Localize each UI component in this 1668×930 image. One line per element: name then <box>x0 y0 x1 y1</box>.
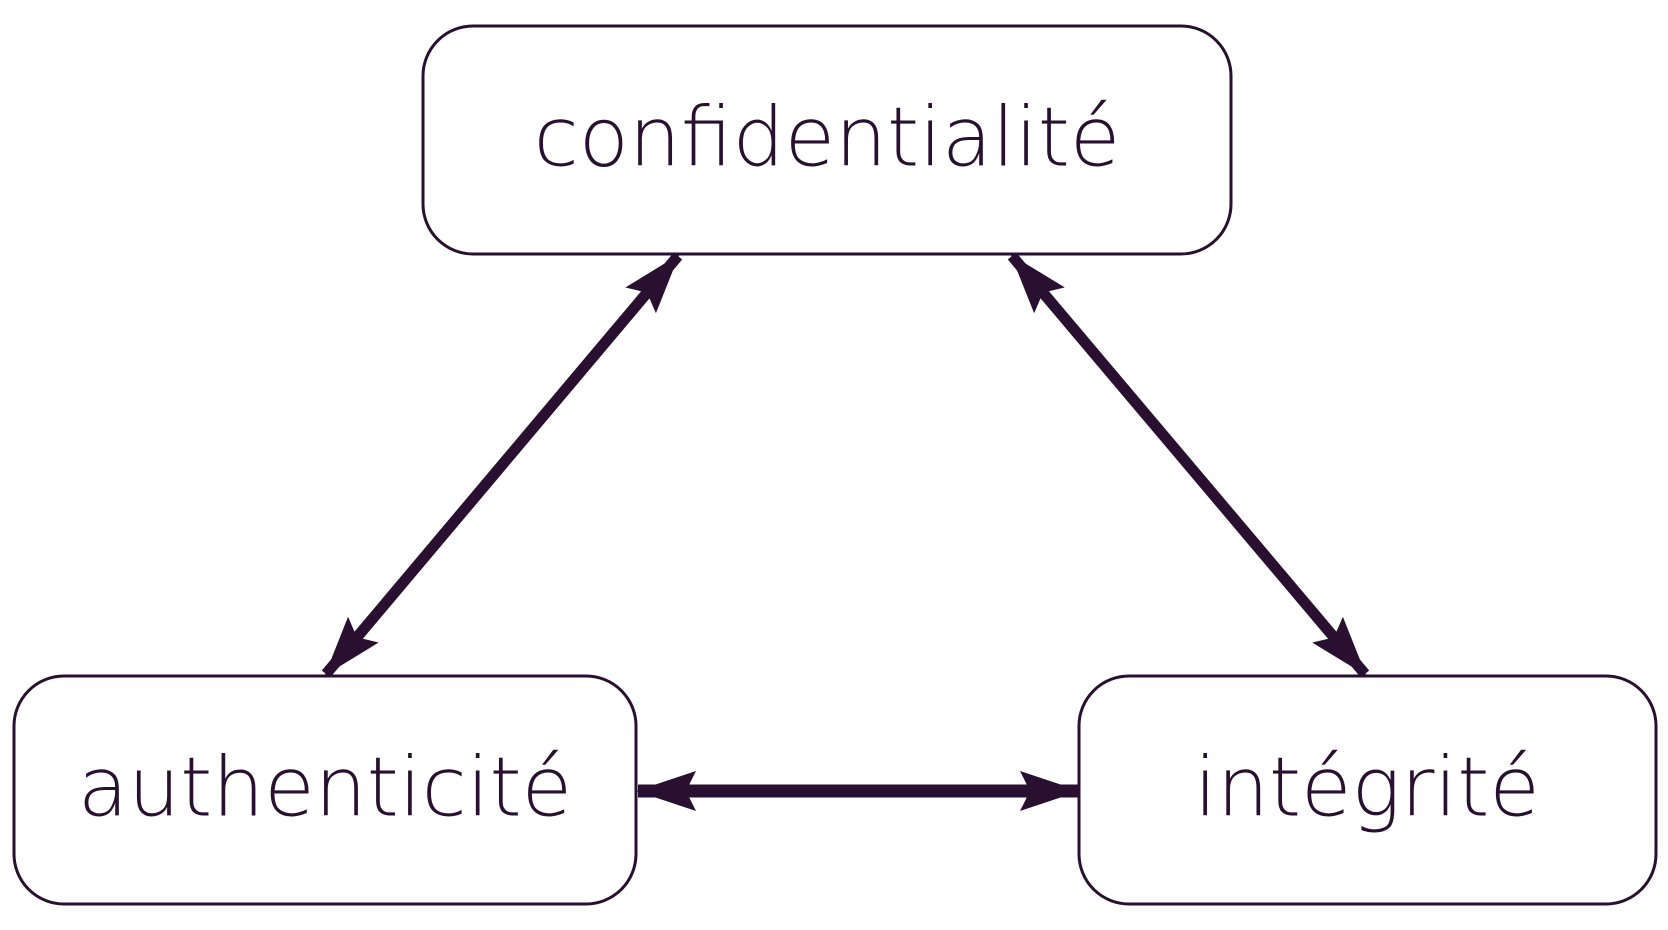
node-label-confidentialite: confidentialité <box>534 91 1121 186</box>
edge-confidentialite-integrite <box>1007 252 1370 678</box>
node-label-integrite: intégrité <box>1194 741 1540 836</box>
edges <box>321 252 1370 811</box>
node-authenticite: authenticité <box>12 674 638 906</box>
edge-confidentialite-authenticite <box>321 252 683 678</box>
node-confidentialite: confidentialité <box>421 24 1233 256</box>
node-integrite: intégrité <box>1077 674 1658 906</box>
node-label-authenticite: authenticité <box>78 741 572 836</box>
